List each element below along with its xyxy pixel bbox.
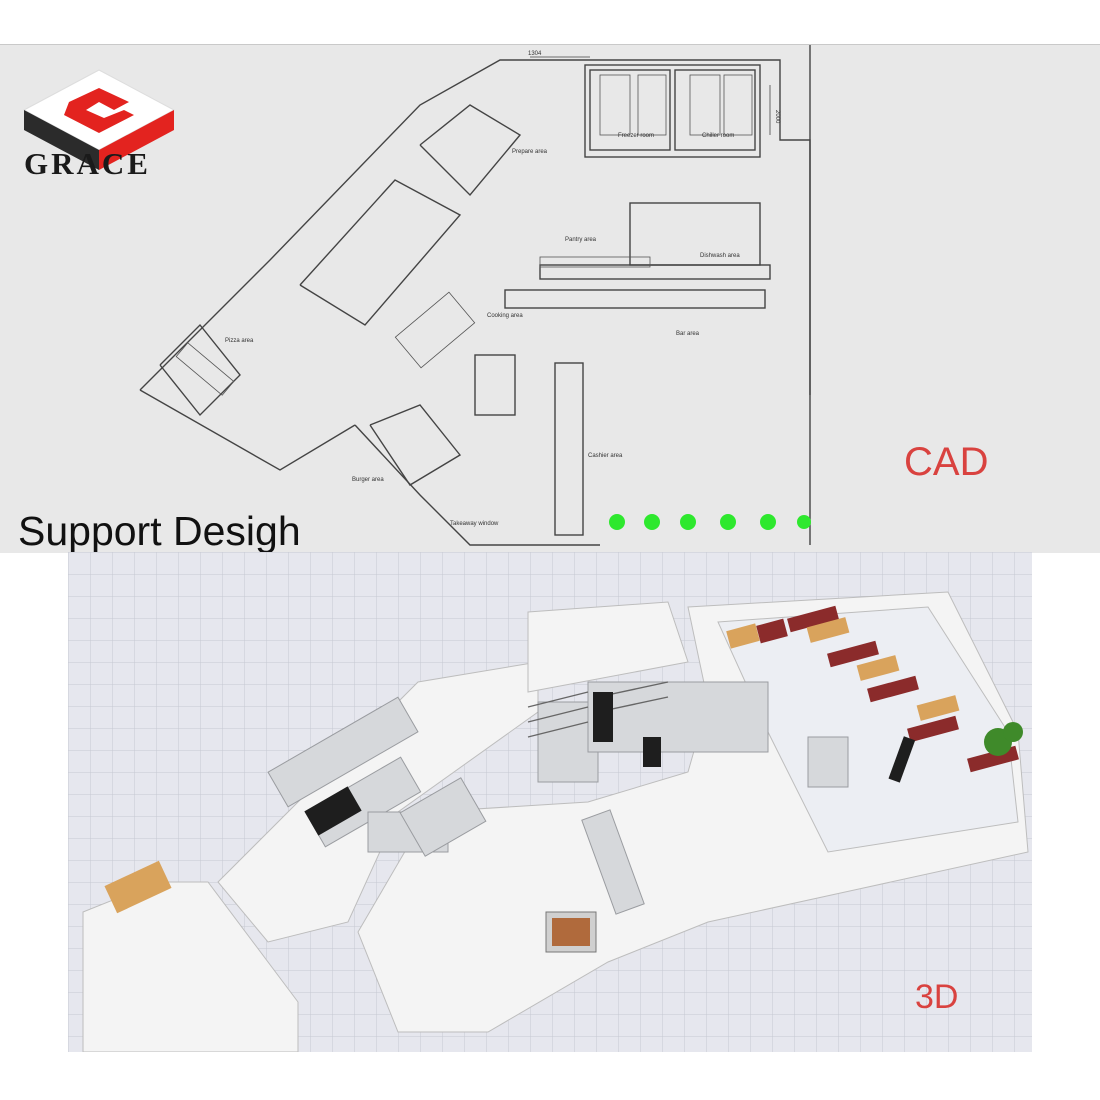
support-design-label: Support Desigh	[18, 508, 301, 554]
label-burger-area: Burger area	[352, 477, 384, 483]
label-pantry-area: Pantry area	[565, 237, 597, 243]
cad-floorplan: Prepare area Freezer room Chiller room P…	[139, 45, 811, 546]
kitchen-3d-render	[68, 552, 1032, 1052]
label-dishwash-area: Dishwash area	[700, 253, 740, 259]
cad-panel: Prepare area Freezer room Chiller room P…	[0, 44, 1100, 553]
label-takeaway-window: Takeaway window	[450, 521, 499, 527]
label-bar-area: Bar area	[676, 331, 700, 337]
dimension-right: 2000	[774, 110, 780, 124]
label-freezer-room: Freezer room	[618, 133, 654, 139]
three-d-label: 3D	[915, 978, 959, 1016]
label-chiller-room: Chiller room	[702, 133, 734, 139]
label-pizza-area: Pizza area	[225, 338, 254, 344]
brand-name: GRACE	[24, 146, 151, 181]
plant-icons	[609, 514, 811, 530]
grace-logo-icon	[22, 69, 176, 170]
render-3d-panel	[68, 552, 1032, 1052]
label-cashier-area: Cashier area	[588, 453, 623, 459]
label-cooking-area: Cooking area	[487, 313, 523, 319]
dimension-top: 1304	[528, 51, 542, 57]
cad-label: CAD	[904, 440, 989, 484]
label-prepare-area: Prepare area	[512, 149, 548, 155]
